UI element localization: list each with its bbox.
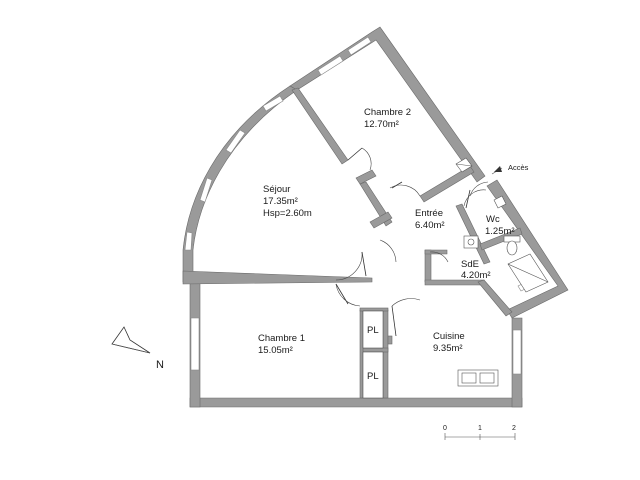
wc-sink [493, 195, 507, 209]
north-arrow-icon [111, 326, 151, 354]
window-cuisine [512, 329, 522, 375]
door-chambre1-arc [335, 283, 361, 307]
windows [184, 36, 544, 375]
kitchen-sink-2 [479, 372, 495, 384]
room-wc-area: 1.25m² [485, 226, 515, 237]
window-sejour-2 [225, 129, 246, 154]
wall-sde-top [424, 249, 448, 255]
wall-entree-sde [424, 249, 432, 283]
room-sejour-height: Hsp=2.60m [263, 208, 312, 219]
scale-tick-2: 2 [512, 425, 516, 432]
room-entree-area: 6.40m² [415, 220, 445, 231]
window-sejour-4 [184, 231, 193, 251]
door-wc-arc [463, 189, 487, 207]
wall-sde-slant [477, 279, 513, 317]
door-sde-arc [429, 251, 449, 263]
door-main-arc [469, 181, 489, 197]
room-labels: Chambre 2 12.70m² Séjour 17.35m² Hsp=2.6… [258, 107, 515, 382]
wall-sejour-entree-2 [369, 211, 393, 229]
sde-washbasin-drain [467, 238, 475, 246]
door-wc-leaf [465, 189, 471, 209]
door-cuisine-leaf [391, 305, 397, 337]
north-arrow: N [111, 326, 164, 371]
window-sejour-3 [199, 177, 213, 203]
door-entree-arc [389, 184, 421, 197]
placard-2-box [362, 351, 384, 399]
room-cuisine-name: Cuisine [433, 331, 465, 342]
room-chambre2-area: 12.70m² [364, 119, 399, 130]
room-sde-name: SdE [461, 259, 479, 270]
kitchen-sink-1 [461, 372, 477, 384]
window-chambre2-1 [317, 55, 344, 76]
placard-2-label: PL [367, 371, 379, 382]
fixtures [362, 157, 549, 399]
placard-1-label: PL [367, 325, 379, 336]
north-label: N [156, 359, 164, 371]
wall-bottom [189, 397, 523, 408]
wall-chambre2-west [291, 87, 349, 165]
room-entree-name: Entrée [415, 208, 443, 219]
scale-bar: 0 1 2 [443, 425, 516, 440]
door-cuisine-arc [391, 298, 421, 307]
room-sejour-area: 17.35m² [263, 196, 298, 207]
wall-sejour-chambre1 [182, 270, 373, 285]
room-chambre1-area: 15.05m² [258, 345, 293, 356]
scale-tick-0: 0 [443, 425, 447, 432]
wall-cuisine-stub [387, 335, 393, 345]
doors [335, 147, 489, 337]
room-sde-area: 4.20m² [461, 270, 491, 281]
door-sejour-arc-2 [379, 239, 397, 263]
placard-1-box [362, 310, 384, 349]
scale-tick-1: 1 [478, 425, 482, 432]
room-cuisine-area: 9.35m² [433, 343, 463, 354]
wall-wc-sde [479, 227, 523, 251]
room-chambre2-name: Chambre 2 [364, 107, 411, 118]
window-sejour-1 [262, 95, 284, 112]
access-marker: Accès [491, 163, 529, 175]
wall-placard-top [359, 307, 389, 312]
window-chambre2-2 [347, 36, 372, 56]
door-sejour-leaf [361, 251, 367, 277]
access-arrow-icon [494, 166, 502, 172]
wall-placard-right [382, 309, 389, 399]
room-sejour-name: Séjour [263, 184, 290, 195]
wall-chambre2-stub [355, 169, 377, 185]
wall-placard-left [359, 309, 364, 399]
door-chambre2-leaf [347, 147, 363, 161]
wc-toilet-bowl [506, 240, 518, 256]
door-sejour-arc [335, 251, 363, 281]
door-chambre2-arc [361, 147, 372, 171]
room-chambre1-name: Chambre 1 [258, 333, 305, 344]
wall-top-chambre2 [289, 26, 486, 183]
door-entree-leaf [391, 181, 403, 189]
interior-walls [182, 87, 523, 399]
wall-right-slanted [486, 179, 569, 319]
wall-chambre2-south [419, 165, 475, 203]
window-chambre1 [190, 317, 200, 371]
access-label: Accès [508, 163, 529, 172]
wall-placard-mid [360, 347, 389, 353]
room-wc-name: Wc [486, 214, 500, 225]
